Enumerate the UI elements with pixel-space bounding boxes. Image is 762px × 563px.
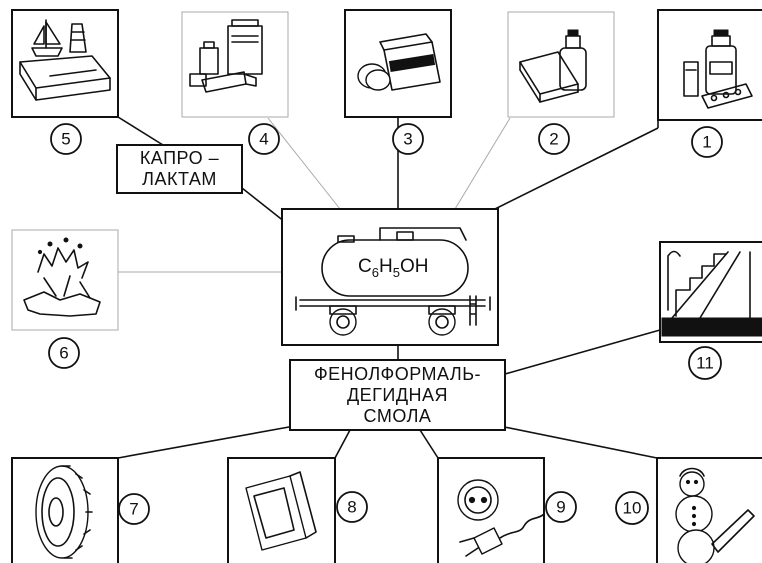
phenol-formaldehyde-resin-label: ФЕНОЛФОРМАЛЬ- ДЕГИДНАЯ СМОЛА [290, 364, 505, 427]
number-label-10: 10 [623, 499, 642, 518]
number-label-6: 6 [59, 344, 68, 363]
number-label-2: 2 [549, 130, 558, 149]
caprolactam-label: КАПРО – ЛАКТАМ [117, 148, 242, 190]
number-label-8: 8 [347, 498, 356, 517]
number-label-7: 7 [129, 500, 138, 519]
number-label-1: 1 [702, 133, 711, 152]
number-label-3: 3 [403, 130, 412, 149]
item-box-4 [182, 12, 288, 117]
phenol-formula: C6H5OH [358, 256, 428, 280]
formula-oh: OH [400, 256, 429, 277]
explosion-icon [24, 238, 100, 316]
number-label-9: 9 [556, 498, 565, 517]
number-label-5: 5 [61, 130, 70, 149]
formula-h: H [379, 256, 393, 277]
item-box-2 [508, 12, 614, 117]
medicine-bottle-box-icon [520, 30, 586, 102]
number-label-4: 4 [259, 130, 268, 149]
formula-c-subscript: 6 [372, 265, 379, 280]
formula-h-subscript: 5 [393, 265, 400, 280]
number-label-11: 11 [696, 354, 714, 373]
glue-tubes-icon [190, 20, 262, 92]
item-box-5 [12, 10, 118, 117]
formula-c: C [358, 256, 372, 277]
